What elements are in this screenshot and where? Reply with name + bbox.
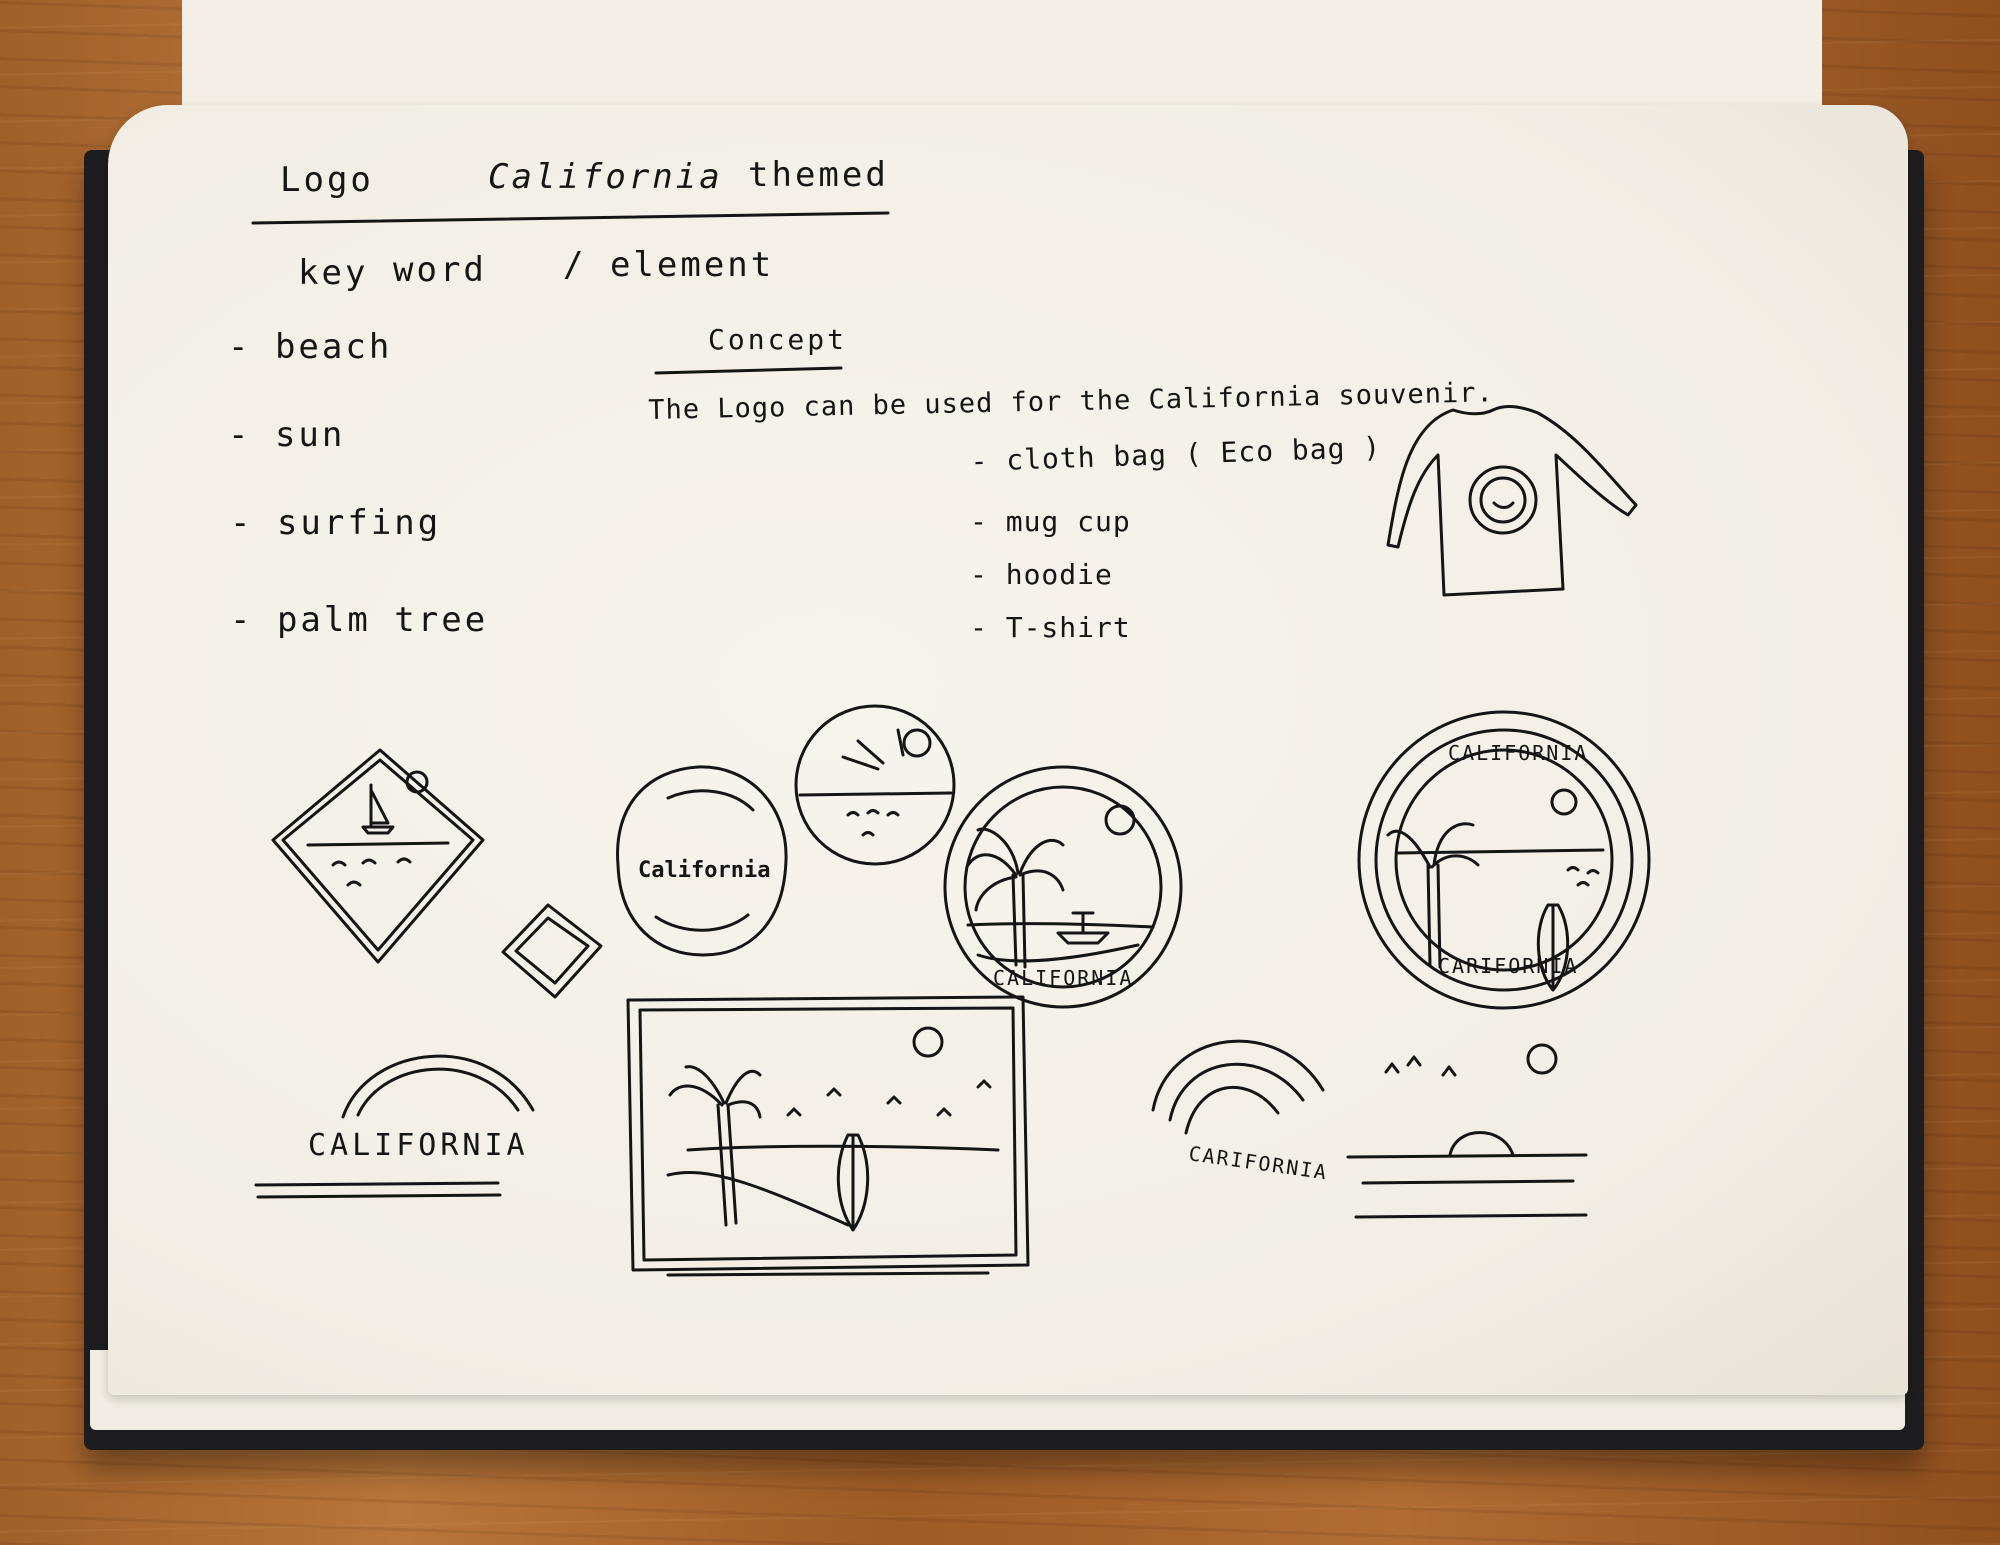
small-diamond-sketch bbox=[501, 903, 603, 999]
hoodie-logo bbox=[1468, 465, 1538, 535]
sketchbook-page: Logo California themed key word / elemen… bbox=[108, 105, 1908, 1395]
circle-badge-label: CALIFORNIA bbox=[993, 966, 1133, 990]
title-underline bbox=[251, 211, 890, 225]
rainbow-logo bbox=[1151, 1039, 1325, 1135]
big-badge-bottom-label: CARIFORNIA bbox=[1438, 954, 1578, 978]
round-badge-label: California bbox=[638, 858, 770, 883]
back-page bbox=[182, 0, 1822, 112]
use-item: - T-shirt bbox=[970, 611, 1131, 644]
rect-beach-scene bbox=[626, 995, 1030, 1277]
rainbow-text-label: CARIFORNIA bbox=[1187, 1141, 1329, 1184]
diamond-badge bbox=[271, 748, 485, 964]
keyword-item: - palm tree bbox=[230, 600, 489, 640]
hoodie-sketch bbox=[1386, 405, 1638, 597]
sunset-logo bbox=[1346, 1043, 1588, 1219]
title-themed: themed bbox=[748, 155, 889, 195]
keyword-heading-element: / element bbox=[563, 245, 775, 285]
title-california: California bbox=[488, 157, 723, 197]
big-badge-top-label: CALIFORNIA bbox=[1448, 741, 1588, 765]
use-item: - hoodie bbox=[970, 558, 1113, 591]
round-california-badge bbox=[616, 765, 788, 957]
use-item: - mug cup bbox=[970, 505, 1131, 538]
keyword-item: - surfing bbox=[230, 503, 442, 543]
keyword-heading-word: word bbox=[393, 250, 487, 290]
sun-sea-circle-sketch bbox=[794, 704, 956, 866]
big-surf-badge bbox=[1357, 710, 1651, 1010]
concept-heading: Concept bbox=[708, 323, 848, 356]
sketches-canvas: California CALIFORNIA bbox=[251, 211, 1651, 1277]
keyword-item: - beach bbox=[228, 327, 393, 367]
title-logo: Logo bbox=[280, 160, 374, 200]
keyword-heading-key: key bbox=[298, 253, 369, 293]
arch-california-logo bbox=[254, 1054, 535, 1199]
palm-circle-badge bbox=[943, 765, 1183, 1009]
keyword-item: - sun bbox=[228, 415, 346, 455]
arch-text-label: CALIFORNIA bbox=[308, 1128, 529, 1163]
concept-underline bbox=[654, 366, 843, 375]
